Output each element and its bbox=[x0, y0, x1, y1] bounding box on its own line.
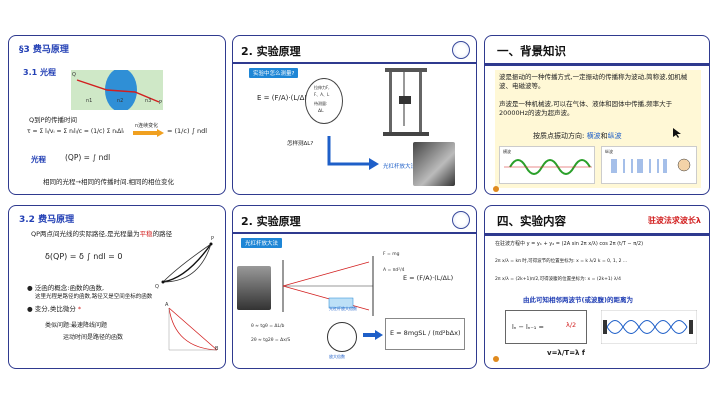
slide-title: 2. 实验原理 bbox=[241, 45, 301, 58]
question-tag: 实验中怎么测量? bbox=[249, 68, 299, 78]
bullet-functional: ● 泛函的概念:函数的函数, bbox=[27, 284, 105, 292]
slide-title: 一、背景知识 bbox=[497, 44, 566, 58]
how-to-measure-question: 怎样测ΔL? bbox=[287, 141, 314, 147]
slide-header: 2. 实验原理 bbox=[233, 36, 476, 64]
angle-equation-1: θ ≈ tgθ = ΔL/b bbox=[251, 324, 285, 329]
arrow-label: n连续变化 bbox=[135, 123, 159, 129]
slide-thumbnail-experiment-principle-1[interactable]: 2. 实验原理 实验中怎么测量? E = (F/A)·(L/ΔL) 拉伸力F, … bbox=[232, 35, 477, 195]
formula-qp: (QP) = ∫ ndl bbox=[65, 153, 111, 162]
wave-direction-line: 按质点振动方向: 横波和纵波 bbox=[533, 132, 622, 140]
actual-path-text: QP两点间光线的实际路径,是光程量为平稳的路径 bbox=[31, 230, 173, 238]
label-n1: n1 bbox=[86, 98, 93, 104]
force-equation: F = mg bbox=[383, 252, 400, 257]
point-p-label: P bbox=[211, 236, 215, 242]
slide-subtitle: 驻波法求波长λ bbox=[647, 216, 701, 225]
wave-definition-text: 波是振动的一种传播方式,一定振动的传播称为波动,简称波,如机械波、电磁波等。 bbox=[499, 73, 688, 90]
travel-time-text: Q到P的传播时间 bbox=[29, 116, 78, 124]
youngs-modulus-formula: E = (F/A)·(L/ΔL) bbox=[403, 274, 454, 282]
bullet-variation: ● 变分,类比微分 * bbox=[27, 305, 82, 313]
slide-title: 四、实验内容 bbox=[497, 214, 566, 228]
page-indicator-icon bbox=[493, 186, 499, 192]
antinode-position-text: 2π x/λ = (2k+1)π/2,可得波腹的位置坐标为: x = (2k+1… bbox=[495, 277, 621, 282]
longitudinal-wave-icon bbox=[611, 158, 691, 173]
standing-wave-image bbox=[601, 310, 697, 344]
node-position-text: 2π x/λ = kπ 时,可得波节的位置坐标为: x = k λ/2 k = … bbox=[495, 259, 628, 264]
sound-wave-text: 声波是一种机械波,可以在气体、液体和固体中传播,频率大于20000Hz的波为超声… bbox=[499, 100, 673, 117]
brachistochrone-figure bbox=[168, 307, 218, 351]
point-a-label: A bbox=[165, 302, 169, 308]
point-q-label: Q bbox=[155, 284, 159, 290]
apparatus-photo bbox=[237, 266, 271, 310]
slide-thumbnail-fermat-principle[interactable]: 3.2 费马原理 QP两点间光线的实际路径,是光程量为平稳的路径 δ(QP) =… bbox=[8, 205, 226, 369]
wave-speed-formula: v=λ/T=λ f bbox=[547, 349, 585, 357]
amplification-label: 光杠杆放大倍数 bbox=[329, 306, 357, 311]
node-distance-text: 由此可知相邻两波节(或波腹)的距离为 bbox=[523, 296, 633, 304]
longitudinal-wave-image: 纵波 bbox=[601, 146, 697, 184]
slide-header: 一、背景知识 bbox=[485, 36, 709, 66]
university-logo-icon bbox=[452, 211, 470, 229]
slide-thumbnail-fermat-optical-path[interactable]: §3 费马原理 3.1 光程 Q P n1 n2 n3 Q到P的传播时间 τ =… bbox=[8, 35, 226, 195]
apparatus-photo bbox=[413, 142, 455, 186]
label-n2: n2 bbox=[117, 98, 124, 104]
slide-title: 2. 实验原理 bbox=[241, 215, 301, 228]
transverse-wave-image: 横波 bbox=[499, 146, 595, 184]
path-variation-figure bbox=[161, 242, 213, 284]
area-equation: A = πd²/4 bbox=[383, 268, 405, 273]
point-b-label: B bbox=[215, 346, 219, 352]
youngs-modulus-formula: E = (F/A)·(L/ΔL) bbox=[257, 94, 312, 102]
amplification-caption: 放大倍数 bbox=[329, 354, 345, 359]
conclusion-text: 相同的光程→相同的传播时间.相同的相位变化 bbox=[43, 178, 175, 186]
apparatus-stand-figure bbox=[383, 68, 429, 136]
angle-equation-2: 2θ ≈ tg2θ = Δx/S bbox=[251, 338, 291, 343]
slide-header: 2. 实验原理 bbox=[233, 206, 476, 234]
slide-thumbnail-experiment-principle-2[interactable]: 2. 实验原理 光杠杆放大法 光杠杆放大倍数 F = mg A = πd²/4 … bbox=[232, 205, 477, 369]
bullet-functional-detail: 这里光程是路径的函数,路径又是空间坐标的函数 bbox=[35, 294, 153, 300]
slide-thumbnail-experiment-content[interactable]: 四、实验内容 驻波法求波长λ 在驻波方程中 y = y₁ + y₂ = (2A … bbox=[484, 205, 710, 369]
label-q: Q bbox=[72, 72, 76, 78]
formula-tau: τ = Σ lᵢ/vᵢ = Σ nᵢlᵢ/c = (1/c) Σ nᵢΔlᵢ bbox=[27, 128, 124, 135]
similar-problem-2: 运动时间是路径的函数 bbox=[63, 334, 124, 341]
label-n3: n3 bbox=[145, 98, 152, 104]
amplification-circle bbox=[327, 322, 357, 352]
cursor-icon bbox=[673, 128, 681, 138]
section-title: §3 费马原理 bbox=[19, 45, 69, 55]
transverse-wave-icon bbox=[504, 159, 592, 175]
slide-thumbnail-background[interactable]: 一、背景知识 波是振动的一种传播方式,一定振动的传播称为波动,简称波,如机械波、… bbox=[484, 35, 710, 195]
label-p: P bbox=[159, 100, 163, 106]
optical-lever-diagram bbox=[282, 256, 374, 316]
wavelength-formula-box: lₙ − lₙ₋₁ = λ/2 bbox=[505, 310, 587, 344]
thought-bubble: 拉伸力F, F、A、L 待测量: ΔL bbox=[305, 78, 343, 124]
final-formula-box: E = 8mgSL / (πd²bΔx) bbox=[385, 318, 465, 350]
similar-problem-1: 类似问题:最速降线问题 bbox=[45, 322, 108, 329]
variation-formula: δ(QP) = δ ∫ ndl = 0 bbox=[45, 252, 123, 261]
optical-lever-label: 光杠杆放大法 bbox=[383, 164, 417, 170]
formula-integral: = (1/c) ∫ ndl bbox=[167, 127, 208, 135]
subsection-title: 3.1 光程 bbox=[23, 68, 56, 77]
university-logo-icon bbox=[452, 41, 470, 59]
slide-header: 四、实验内容 驻波法求波长λ bbox=[485, 206, 709, 236]
refraction-figure bbox=[71, 70, 163, 110]
method-tag: 光杠杆放大法 bbox=[241, 238, 283, 248]
arrow-to-method-icon bbox=[327, 136, 379, 170]
right-arrow-icon bbox=[363, 330, 383, 340]
page-indicator-icon bbox=[493, 356, 499, 362]
section-title: 3.2 费马原理 bbox=[19, 215, 75, 225]
standing-wave-equation: 在驻波方程中 y = y₁ + y₂ = (2A sin 2π x/λ) cos… bbox=[495, 241, 644, 247]
optical-path-label: 光程 bbox=[31, 155, 46, 164]
right-arrow-icon bbox=[133, 129, 164, 137]
